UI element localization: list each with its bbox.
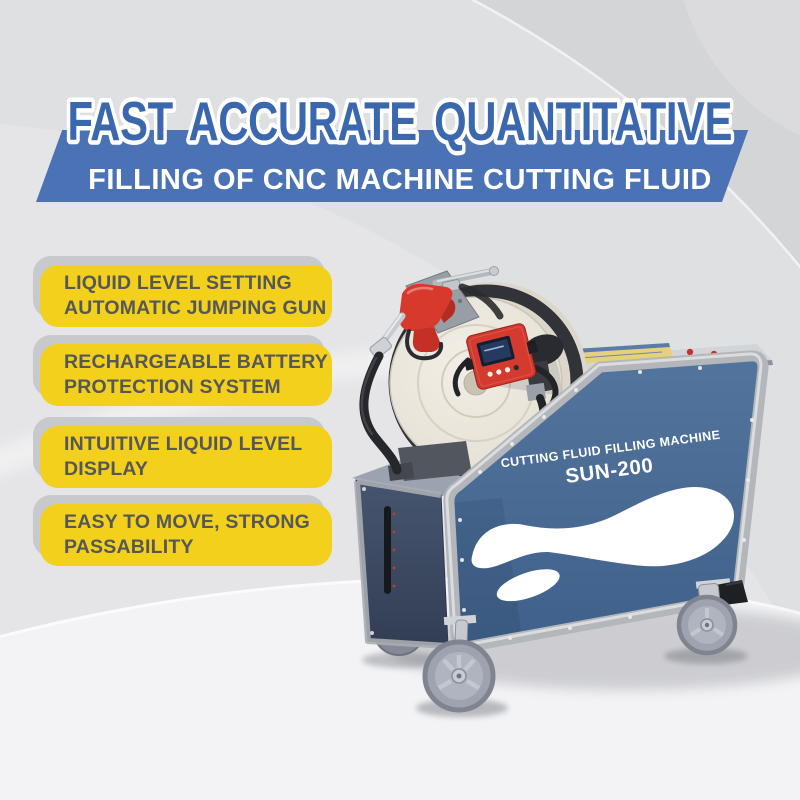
headline-graphic: FAST ACCURATE QUANTITATIVE (64, 88, 737, 157)
feature-4-line1: EASY TO MOVE, STRONG (64, 511, 310, 533)
bracket-screw-2 (458, 299, 462, 303)
badge-face (40, 504, 332, 566)
badge-face (40, 426, 332, 488)
wheel-shadow-3 (362, 652, 442, 668)
pump-control-box (464, 323, 539, 390)
wheel-shadow-2 (664, 648, 748, 664)
brake-caster (676, 578, 748, 656)
power-switch (686, 348, 694, 356)
liquid-level-gauge (384, 506, 396, 594)
front-caster (422, 614, 496, 713)
left-panel-screw-1 (362, 487, 366, 491)
feature-1-line2: AUTOMATIC JUMPING GUN (64, 297, 327, 319)
left-panel-screw-2 (370, 631, 374, 635)
feature-2-line1: RECHARGEABLE BATTERY (64, 351, 329, 373)
left-panel-frame (354, 478, 449, 649)
feature-badge-4: EASY TO MOVE, STRONG PASSABILITY (33, 495, 332, 566)
tube-frame-sheen (445, 352, 763, 646)
handle-rod (432, 266, 499, 287)
delivery-hose-sheen (360, 356, 378, 436)
reel-bracket (398, 441, 472, 481)
delivery-hose (359, 351, 402, 475)
fuel-nozzle (369, 279, 504, 361)
left-side-panel (355, 479, 449, 647)
subtitle-text: FILLING OF CNC MACHINE CUTTING FLUID (88, 164, 712, 196)
feature-3-line1: INTUITIVE LIQUID LEVEL (64, 433, 303, 455)
badge-face (40, 344, 332, 406)
feature-3-line2: DISPLAY (64, 458, 149, 480)
feature-badge-2: RECHARGEABLE BATTERY PROTECTION SYSTEM (33, 335, 332, 406)
headline-text: FAST ACCURATE QUANTITATIVE (67, 92, 732, 153)
feature-badge-3: INTUITIVE LIQUID LEVEL DISPLAY (33, 417, 332, 488)
feature-2-line2: PROTECTION SYSTEM (64, 376, 281, 398)
panel-rivets (458, 366, 754, 640)
feature-badge-1: LIQUID LEVEL SETTING AUTOMATIC JUMPING G… (33, 256, 332, 327)
feature-4-line2: PASSABILITY (64, 536, 194, 558)
brand-swoosh-logo (471, 487, 734, 602)
background-circle-corner (683, 0, 800, 136)
feature-1-line1: LIQUID LEVEL SETTING (64, 272, 292, 294)
badge-face (40, 265, 332, 327)
